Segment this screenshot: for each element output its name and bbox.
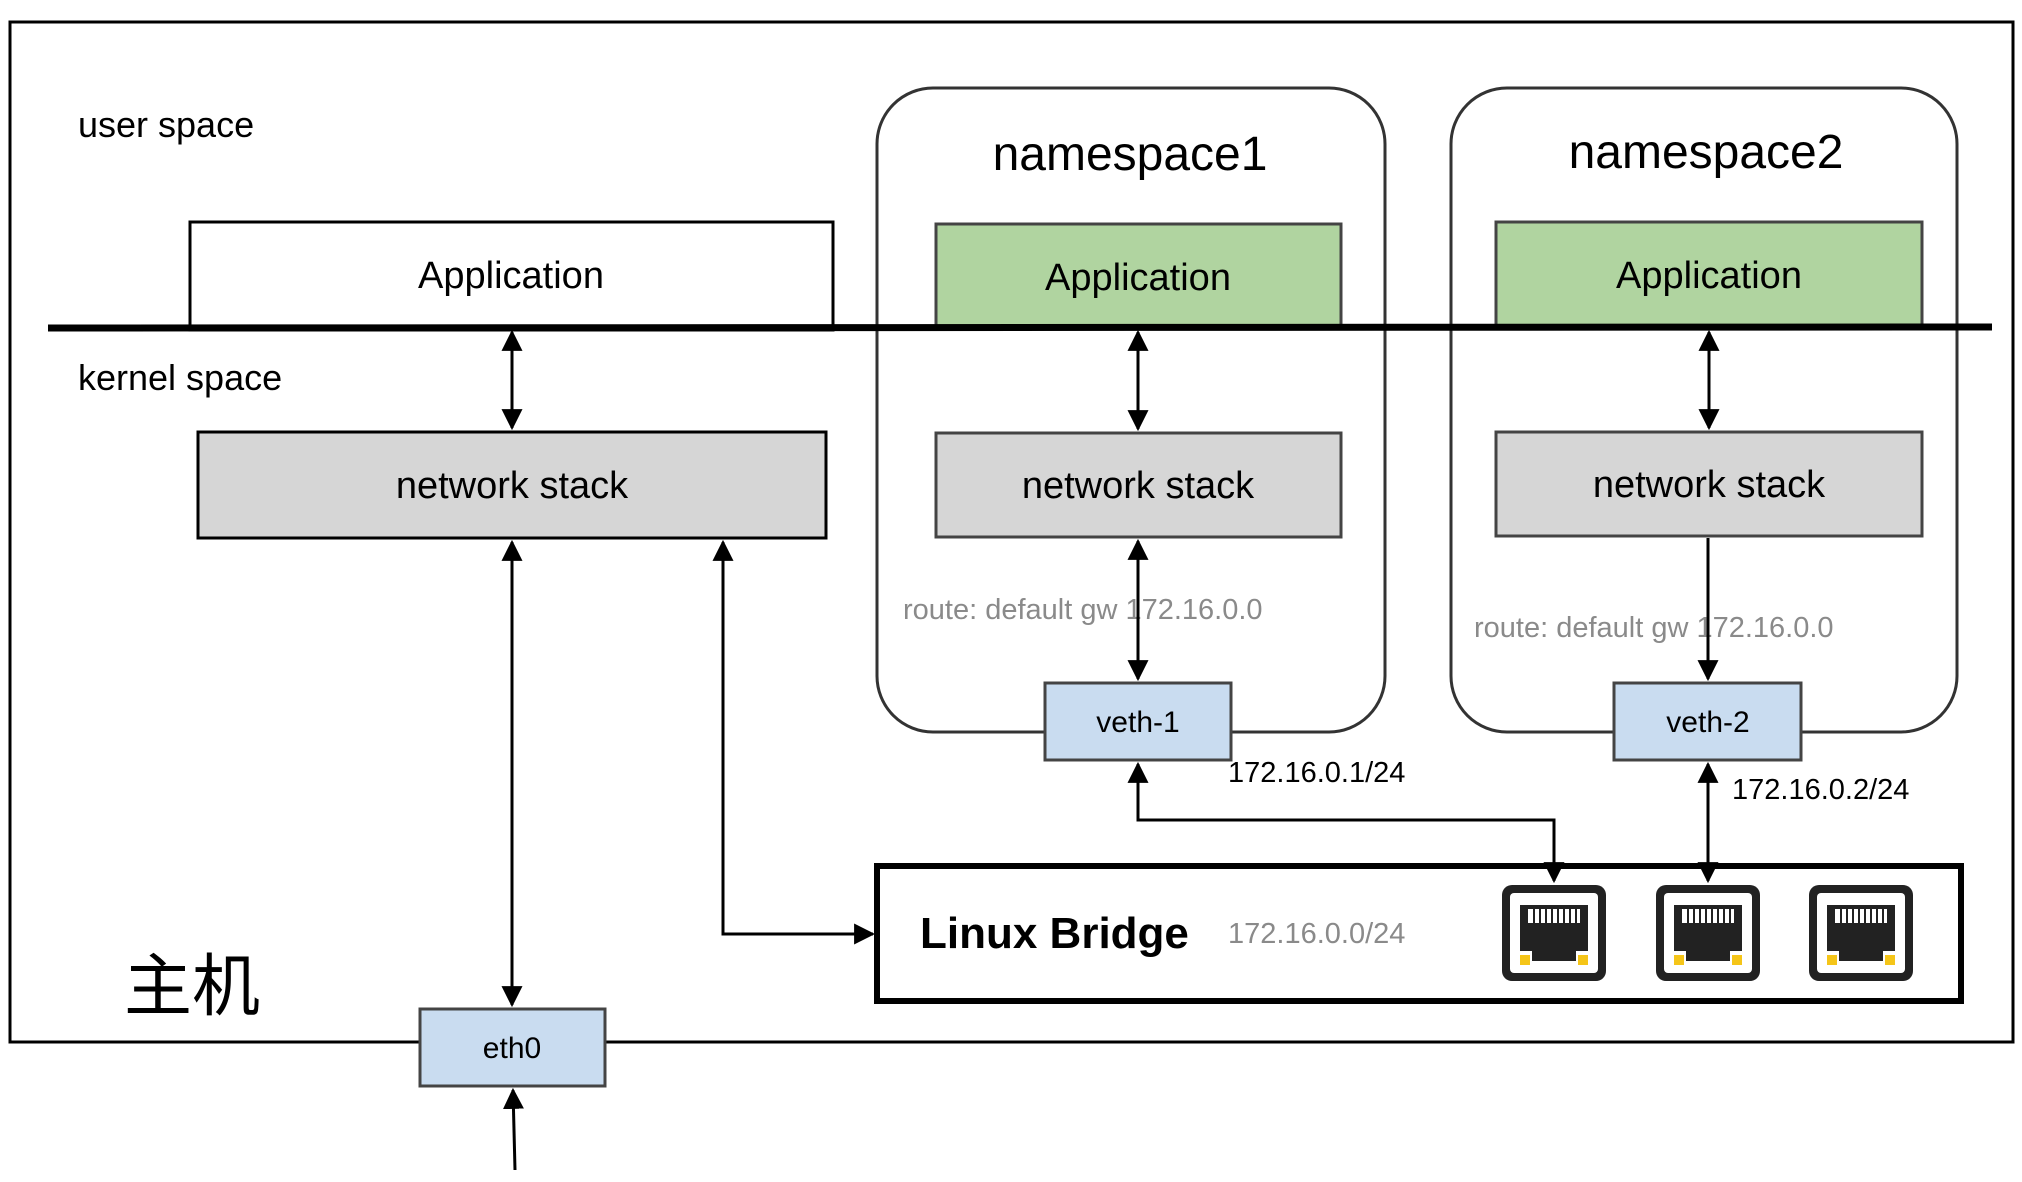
ethernet-port-icon: [1502, 885, 1606, 981]
linux-bridge-label: Linux Bridge: [920, 909, 1189, 958]
linux-bridge-subnet: 172.16.0.0/24: [1228, 918, 1405, 950]
user-kernel-boundary: [47, 323, 1993, 332]
user-space-label: user space: [78, 104, 254, 145]
veth1-label: veth-1: [1096, 706, 1179, 739]
host-application-box: [188, 220, 835, 332]
ns2-application-label: Application: [1616, 255, 1802, 297]
host-network-stack-box: [196, 430, 828, 540]
ns2-application-box: [1494, 220, 1924, 330]
host-label: 主机: [124, 949, 260, 1025]
host-frame: [8, 20, 2015, 1044]
ns2-network-stack-box: [1494, 430, 1924, 538]
veth1-box: [1043, 681, 1233, 762]
kernel-space-label: kernel space: [78, 357, 282, 398]
host-network-stack-label: network stack: [396, 465, 629, 507]
ns1-network-stack-label: network stack: [1022, 465, 1255, 507]
ns2-network-stack-label: network stack: [1593, 464, 1826, 506]
veth2-ip-label: 172.16.0.2/24: [1732, 774, 1909, 806]
ns1-application-label: Application: [1045, 257, 1231, 299]
ns1-network-stack-box: [934, 431, 1343, 539]
host-application-label: Application: [418, 255, 604, 297]
ethernet-port-icon: [1809, 885, 1913, 981]
eth0-box: [418, 1007, 607, 1088]
namespace1-container: [875, 86, 1387, 734]
linux-bridge-box: [874, 863, 1964, 1004]
veth2-box: [1612, 681, 1803, 762]
arrow-host-net-to-bridge: [712, 539, 876, 945]
namespace1-title: namespace1: [993, 128, 1268, 181]
namespace2-title: namespace2: [1569, 126, 1844, 179]
ns1-route-label: route: default gw 172.16.0.0: [903, 594, 1263, 626]
veth2-label: veth-2: [1666, 706, 1749, 739]
arrow-veth1-to-bridge-port: [1127, 761, 1565, 884]
veth1-ip-label: 172.16.0.1/24: [1228, 757, 1405, 789]
arrow-external-to-eth0: [502, 1087, 524, 1171]
ns2-route-label: route: default gw 172.16.0.0: [1474, 612, 1834, 644]
ethernet-port-icon: [1656, 885, 1760, 981]
eth0-label: eth0: [483, 1032, 541, 1065]
